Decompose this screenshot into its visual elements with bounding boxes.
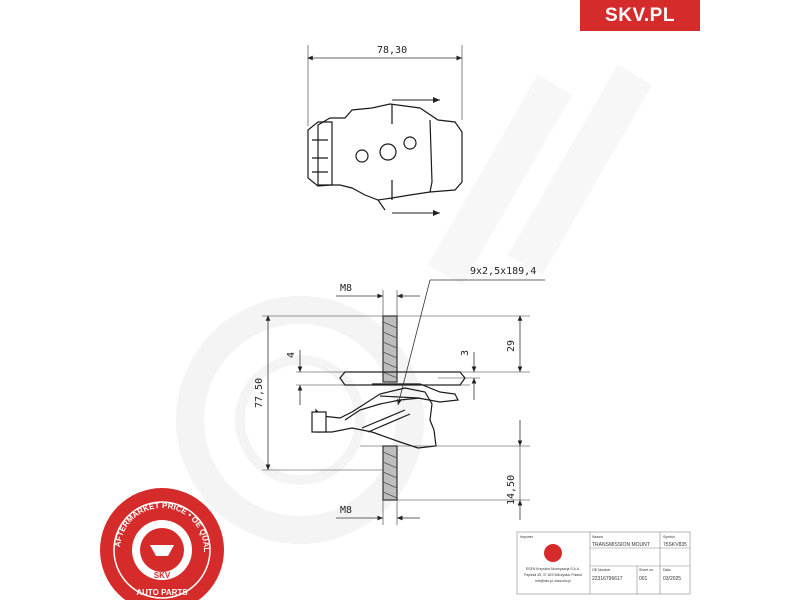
tb-sheet-label: Sheet no. (639, 568, 654, 572)
tb-name-value: TRANSMISSION MOUNT (592, 542, 650, 548)
dim-height-29: 29 (506, 340, 517, 352)
seal-ring-text: AFTERMARKET PRICE • OE QUALITY • (0, 0, 211, 552)
tb-date-label: Data (663, 568, 670, 572)
seal-bottom: AUTO PARTS (136, 588, 188, 597)
watermark (176, 64, 653, 544)
quality-seal: AFTERMARKET PRICE • OE QUALITY • SKV AUT… (0, 0, 224, 600)
top-view (307, 103, 463, 211)
tb-oe-value: 22316796617 (592, 576, 623, 582)
tb-index-value: 75SKV835 (663, 542, 687, 548)
tb-producer-address: Papieża 45, 37-823 Wilczyska, Poland (524, 573, 582, 577)
tb-name-label: Nazwa (592, 535, 603, 539)
dim-thread-bottom: M8 (340, 505, 352, 516)
brand-logo-tab: SKV.PL (580, 0, 700, 31)
dim-spring: 9x2,5x189,4 (470, 266, 536, 277)
tb-producer-contact: info@skv.pl, www.skv.pl (535, 579, 571, 583)
tb-oe-label: OE Number (592, 568, 611, 572)
dim-offset-4: 4 (286, 352, 297, 358)
dim-height-total: 77,50 (254, 378, 265, 408)
dim-height-bottom: 14,50 (506, 475, 517, 505)
dim-width-top: 78,30 (377, 45, 407, 56)
dim-offset-3: 3 (460, 350, 471, 356)
tb-index-label: Symbol (663, 535, 675, 539)
tb-sheet-value: 001 (639, 576, 648, 582)
seal-center: SKV (154, 571, 171, 580)
title-block (516, 531, 691, 595)
tb-producer-label: Importer (520, 535, 534, 539)
tb-producer-name: ESEN Krzysztof Motoryzacja S.A.A. (526, 567, 580, 571)
title-block-logo (544, 544, 562, 562)
dim-thread-top: M8 (340, 283, 352, 294)
tb-date-value: 03/2025 (663, 576, 681, 582)
